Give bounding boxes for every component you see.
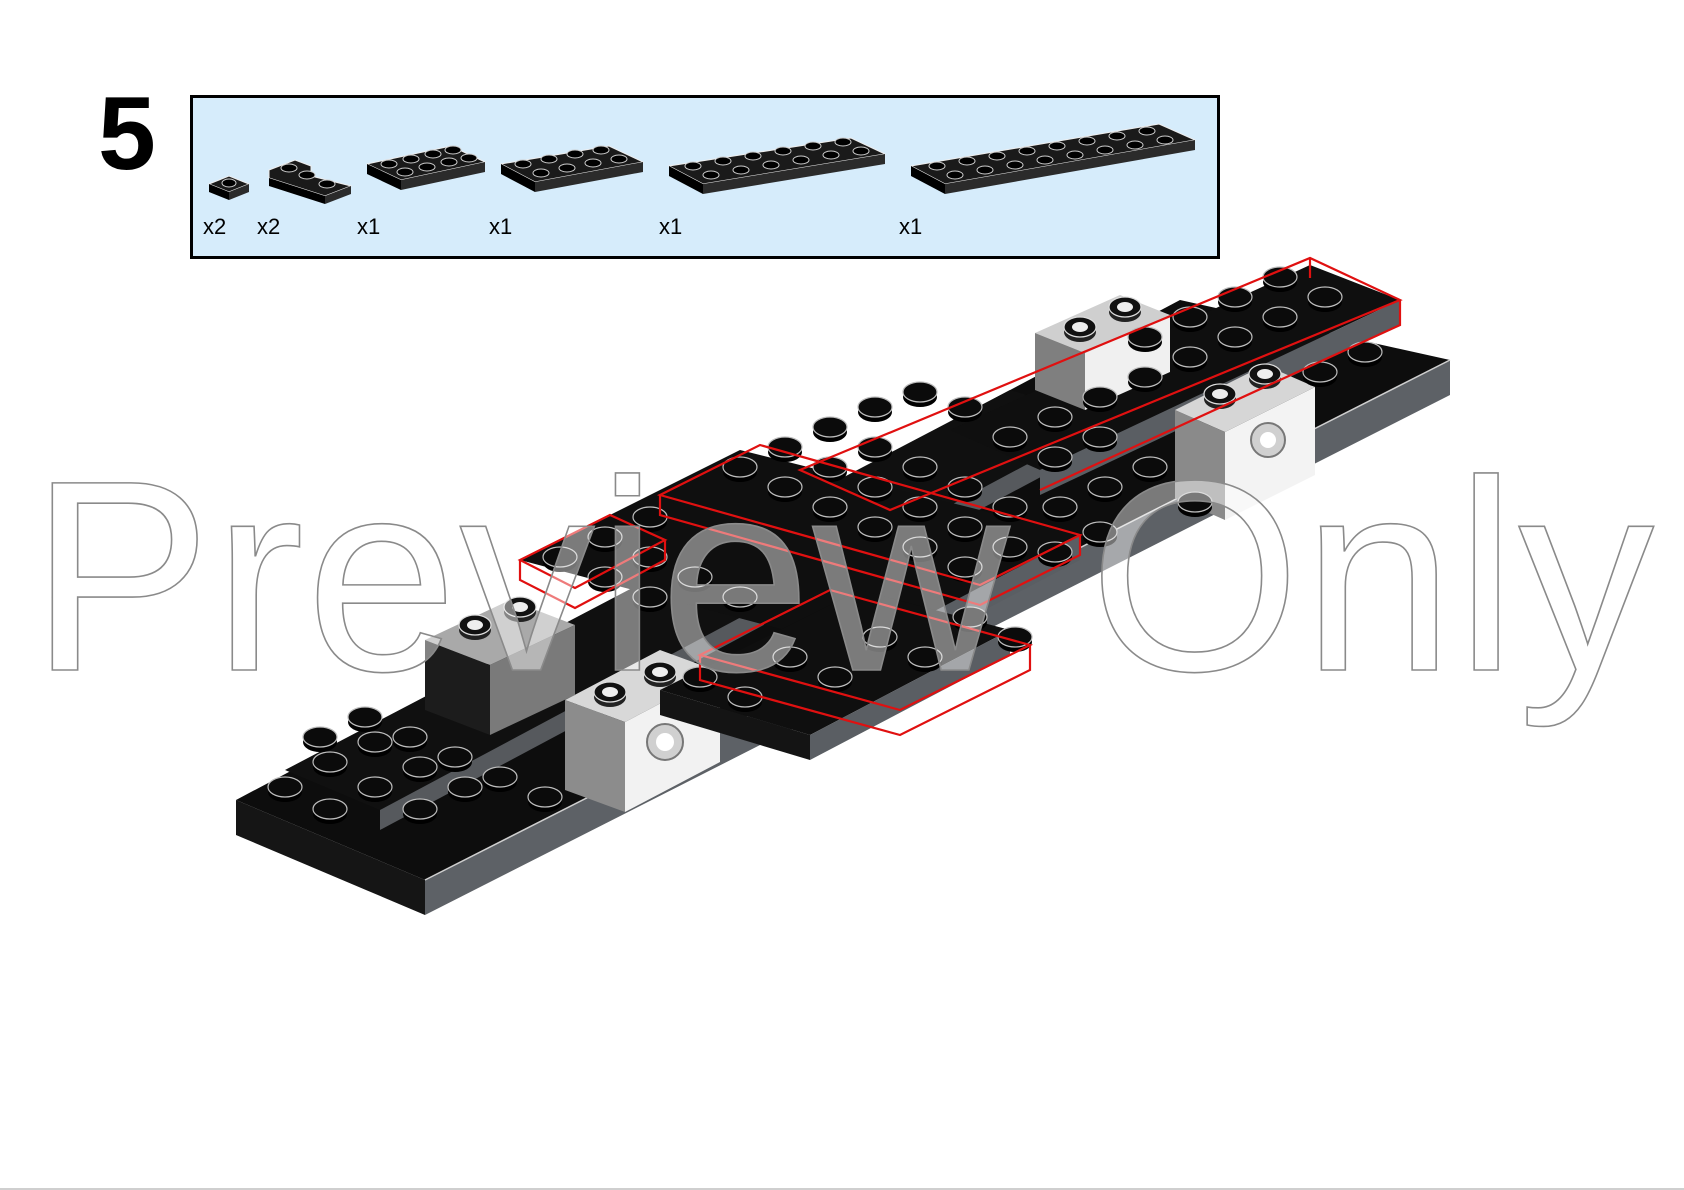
parts-list-callout: x2 x2 x1: [190, 95, 1220, 259]
part-plate-2x4: [499, 144, 647, 206]
part-plate-2x4: [365, 144, 487, 206]
part-quantity: x1: [899, 214, 923, 239]
part-quantity: x1: [659, 214, 683, 239]
part-plate-2x6: [667, 136, 889, 208]
part-plate-2x2-corner: [267, 156, 353, 206]
part-quantity: x1: [489, 214, 513, 239]
grey-brick-left-back: [425, 600, 575, 735]
step-number: 5: [98, 76, 156, 192]
page-bottom-rule: [0, 1188, 1684, 1190]
part-quantity: x1: [357, 214, 381, 239]
new-parts-highlight: [517, 256, 1403, 737]
part-plate-1x1: [207, 172, 251, 202]
part-quantity: x2: [257, 214, 281, 239]
part-plate-2x8: [909, 122, 1199, 208]
part-quantity: x2: [203, 214, 227, 239]
